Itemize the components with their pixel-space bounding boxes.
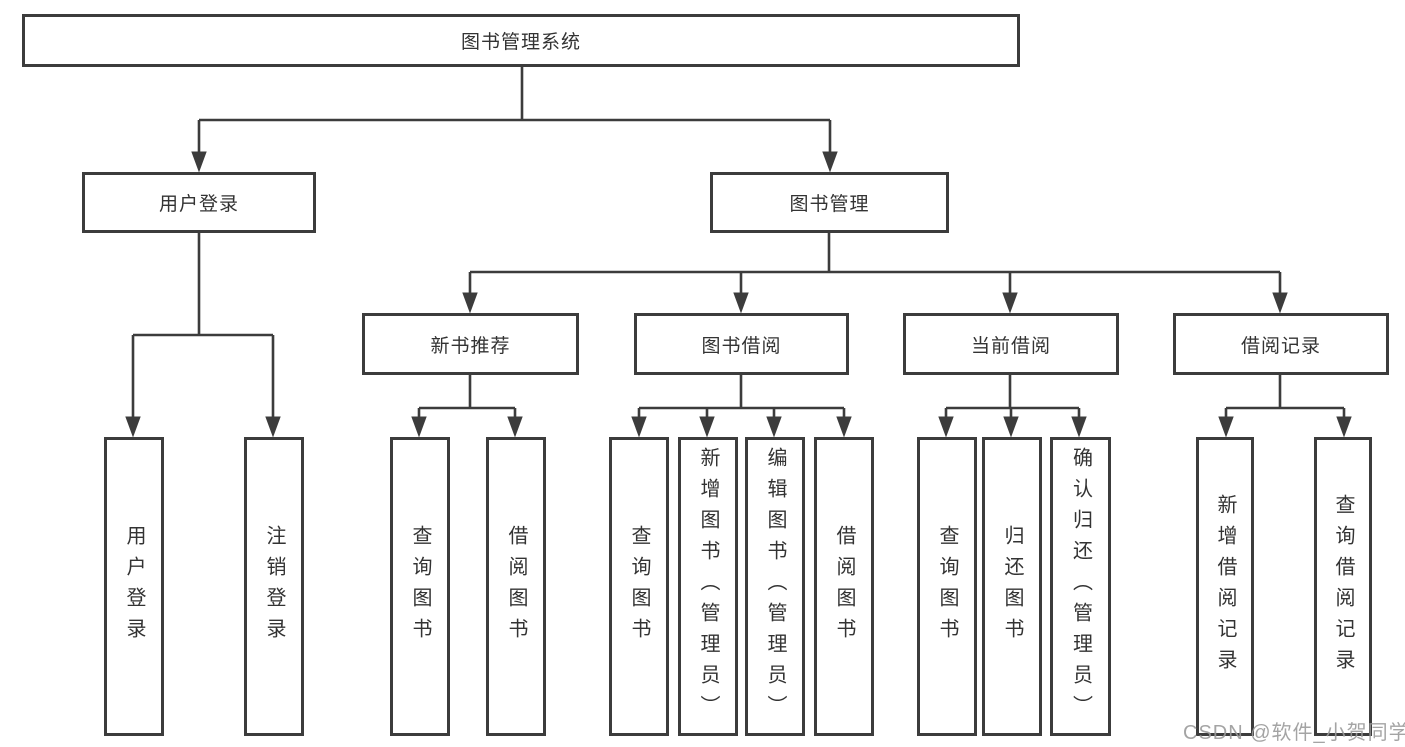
connector-current-borrow-children: [938, 375, 1087, 438]
arrowhead: [1336, 416, 1352, 438]
leaf-add-books-admin: 新增图书（管理员）: [678, 437, 738, 736]
arrowhead: [125, 416, 141, 438]
leaf-borrow-books-recommend: 借阅图书: [486, 437, 546, 736]
connector-book-mgmt-children: [462, 233, 1288, 314]
node-label: 新增图书（管理员）: [697, 447, 719, 726]
node-label: 注销登录: [263, 524, 285, 649]
leaf-query-books-current: 查询图书: [917, 437, 977, 736]
node-label: 图书借阅: [701, 335, 782, 357]
leaf-add-borrow-record: 新增借阅记录: [1196, 437, 1254, 736]
node-label: 借阅图书: [505, 524, 527, 649]
node-label: 用户登录: [158, 194, 239, 215]
node-label: 归还图书: [1001, 524, 1023, 649]
leaf-borrow-books: 借阅图书: [814, 437, 874, 736]
node-label: 查询图书: [628, 524, 650, 649]
connector-book-borrow-children: [631, 375, 852, 438]
node-label: 新增借阅记录: [1214, 493, 1236, 680]
node-system-root: 图书管理系统: [22, 14, 1020, 67]
node-label: 查询借阅记录: [1332, 493, 1354, 680]
arrowhead: [836, 416, 852, 438]
arrowhead: [631, 416, 647, 438]
connector-records-children: [1218, 375, 1352, 438]
arrowhead: [1272, 292, 1288, 314]
arrowhead: [822, 151, 838, 173]
arrowhead: [411, 416, 427, 438]
leaf-confirm-return-admin: 确认归还（管理员）: [1050, 437, 1111, 736]
leaf-edit-books-admin: 编辑图书（管理员）: [745, 437, 805, 736]
csdn-watermark: CSDN @软件_小贺同学: [1183, 722, 1405, 744]
node-label: 图书管理: [789, 194, 870, 215]
node-label: 借阅记录: [1240, 335, 1321, 357]
node-label: 图书管理系统: [460, 32, 581, 53]
node-current-borrow: 当前借阅: [903, 313, 1119, 375]
node-label: 查询图书: [936, 524, 958, 649]
node-book-management: 图书管理: [710, 172, 949, 233]
connector-new-book-children: [411, 375, 523, 438]
arrowhead: [265, 416, 281, 438]
leaf-query-books-borrow: 查询图书: [609, 437, 669, 736]
arrowhead: [1003, 416, 1019, 438]
arrowhead: [507, 416, 523, 438]
node-label: 确认归还（管理员）: [1069, 447, 1092, 726]
arrowhead: [191, 151, 207, 173]
leaf-logout: 注销登录: [244, 437, 304, 736]
arrowhead: [733, 292, 749, 314]
node-label: 新书推荐: [430, 335, 511, 357]
arrowhead: [1071, 416, 1087, 438]
node-label: 借阅图书: [833, 524, 855, 649]
arrowhead: [462, 292, 478, 314]
connector-root-to-level2: [191, 67, 838, 173]
node-book-borrow: 图书借阅: [634, 313, 849, 375]
node-user-login: 用户登录: [82, 172, 316, 233]
connector-user-login-children: [125, 233, 281, 438]
node-borrow-records: 借阅记录: [1173, 313, 1389, 375]
arrowhead: [938, 416, 954, 438]
leaf-query-books-recommend: 查询图书: [390, 437, 450, 736]
node-label: 编辑图书（管理员）: [764, 447, 786, 726]
node-label: 当前借阅: [970, 335, 1051, 357]
arrowhead: [766, 416, 782, 438]
arrowhead: [1002, 292, 1018, 314]
arrowhead: [699, 416, 715, 438]
leaf-return-books: 归还图书: [982, 437, 1042, 736]
leaf-user-login: 用户登录: [104, 437, 164, 736]
node-new-book-recommend: 新书推荐: [362, 313, 579, 375]
arrowhead: [1218, 416, 1234, 438]
node-label: 查询图书: [409, 524, 431, 649]
leaf-query-borrow-record: 查询借阅记录: [1314, 437, 1372, 736]
node-label: 用户登录: [123, 524, 145, 649]
